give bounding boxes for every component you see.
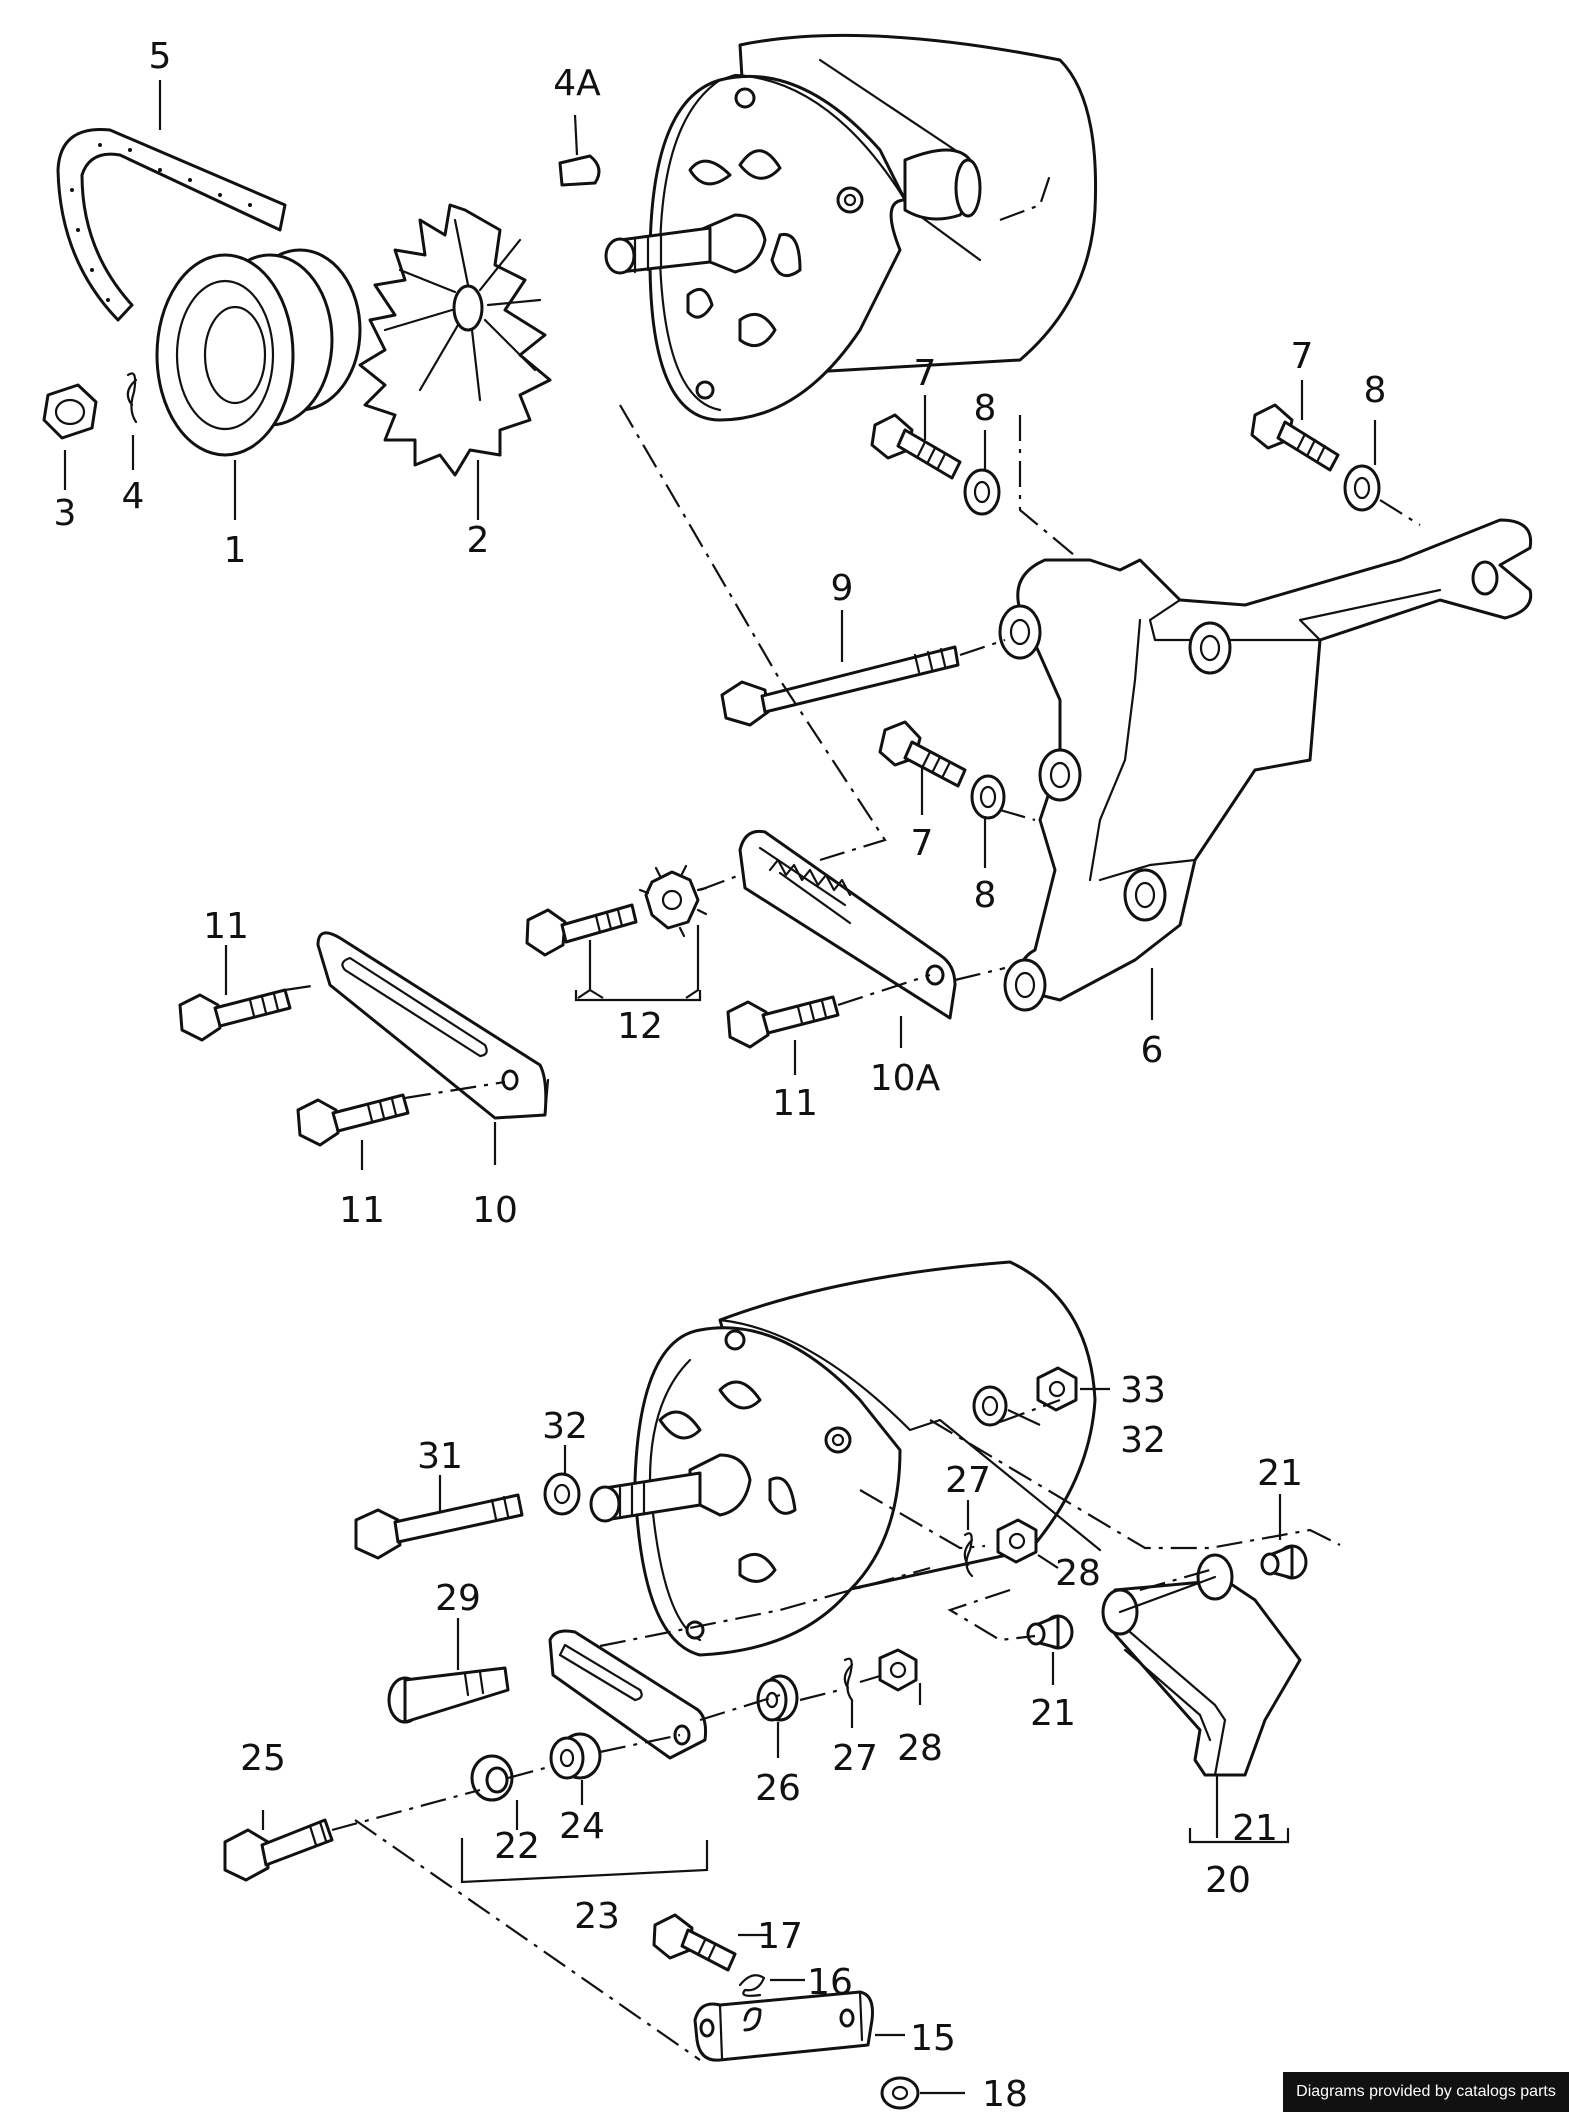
washer-8-right xyxy=(1343,464,1381,512)
label-8-right: 8 xyxy=(1364,370,1387,411)
bracket-21 xyxy=(1101,1553,1302,1777)
washer-32-right xyxy=(972,1385,1008,1427)
label-12: 12 xyxy=(617,1006,663,1047)
adjuster-gear-nut xyxy=(638,864,708,938)
washer-8-upper xyxy=(963,468,1001,516)
callout-labels: 5 4A 3 4 1 2 7 8 7 8 9 7 8 6 10A 11 12 1… xyxy=(54,36,1387,2112)
label-11-right: 11 xyxy=(772,1083,818,1124)
bolt-11-left xyxy=(178,988,292,1042)
bolt-17 xyxy=(652,1913,737,1972)
bolt-31 xyxy=(354,1493,524,1560)
bolt-29 xyxy=(387,1666,510,1724)
label-33: 33 xyxy=(1120,1370,1166,1411)
label-21-bracket: 21 xyxy=(1232,1808,1278,1849)
spacer-26 xyxy=(756,1674,799,1722)
label-6: 6 xyxy=(1141,1030,1164,1071)
label-27-upper: 27 xyxy=(945,1460,991,1501)
bolt-7-upper xyxy=(870,413,962,480)
alternator-lower xyxy=(589,1260,1102,1657)
label-11-left: 11 xyxy=(203,906,249,947)
label-27-lower: 27 xyxy=(832,1738,878,1779)
spring-washer-27-lower xyxy=(843,1657,854,1702)
washer-16 xyxy=(738,1974,766,1997)
bolt-11-right xyxy=(726,995,840,1049)
label-22: 22 xyxy=(494,1826,540,1867)
label-9: 9 xyxy=(831,568,854,609)
label-23: 23 xyxy=(574,1896,620,1937)
adjusting-strap-10 xyxy=(316,931,550,1120)
adjusting-bracket-10a xyxy=(738,829,957,1020)
label-2: 2 xyxy=(467,520,490,561)
label-7-right: 7 xyxy=(1291,336,1314,377)
nut-28-lower xyxy=(878,1648,918,1692)
fan xyxy=(358,203,552,477)
washer-8-lower xyxy=(970,774,1006,820)
nut-28-upper xyxy=(996,1518,1038,1564)
label-28-upper: 28 xyxy=(1055,1553,1101,1594)
label-7-upper: 7 xyxy=(914,353,937,394)
bolt-11-center xyxy=(296,1093,410,1147)
label-18: 18 xyxy=(982,2074,1028,2112)
bolt-25 xyxy=(223,1818,334,1882)
label-4a: 4A xyxy=(553,63,601,104)
bushing-21-lower xyxy=(1026,1614,1074,1650)
label-4: 4 xyxy=(122,476,145,517)
bushing-22 xyxy=(470,1754,514,1802)
nut xyxy=(42,383,98,440)
bushing-21-right xyxy=(1260,1544,1308,1580)
label-28-lower: 28 xyxy=(897,1728,943,1769)
spring-washer xyxy=(126,372,138,424)
pulley xyxy=(155,248,362,457)
adjusting-strap-23 xyxy=(548,1629,707,1760)
label-10: 10 xyxy=(472,1190,518,1231)
leader-lines xyxy=(63,80,1377,2095)
label-7-lower: 7 xyxy=(911,823,934,864)
nut-33 xyxy=(1036,1366,1078,1412)
bolt-7-lower xyxy=(878,720,967,788)
label-20: 20 xyxy=(1205,1860,1251,1901)
v-belt xyxy=(56,128,287,322)
label-1: 1 xyxy=(224,530,247,571)
label-21-right: 21 xyxy=(1257,1453,1303,1494)
sleeve-24 xyxy=(549,1732,602,1780)
label-21-lower: 21 xyxy=(1030,1693,1076,1734)
bracket-15 xyxy=(693,1990,874,2062)
label-24: 24 xyxy=(559,1806,605,1847)
washer-18 xyxy=(880,2076,920,2110)
label-17: 17 xyxy=(757,1916,803,1957)
long-bolt xyxy=(720,645,960,727)
diagram-credit-badge: Diagrams provided by catalogs parts xyxy=(1283,2072,1569,2112)
spring-washer-27-upper xyxy=(963,1532,974,1578)
mounting-bracket xyxy=(998,518,1533,1012)
label-25: 25 xyxy=(240,1738,286,1779)
adjuster-bolt xyxy=(525,903,638,957)
label-32-right: 32 xyxy=(1120,1420,1166,1461)
washer-32-left xyxy=(543,1472,581,1516)
label-31: 31 xyxy=(417,1436,463,1477)
label-32-left: 32 xyxy=(542,1406,588,1447)
label-5: 5 xyxy=(149,36,172,77)
bolt-7-right xyxy=(1250,403,1340,472)
label-3: 3 xyxy=(54,493,77,534)
label-26: 26 xyxy=(755,1768,801,1809)
alternator-upper xyxy=(604,33,1098,422)
woodruff-key xyxy=(558,154,601,187)
label-15: 15 xyxy=(910,2018,956,2059)
label-8-lower: 8 xyxy=(974,875,997,916)
label-11-center: 11 xyxy=(339,1190,385,1231)
label-8-upper: 8 xyxy=(974,388,997,429)
label-10a: 10A xyxy=(870,1058,941,1099)
label-29: 29 xyxy=(435,1578,481,1619)
label-16: 16 xyxy=(807,1962,853,2003)
